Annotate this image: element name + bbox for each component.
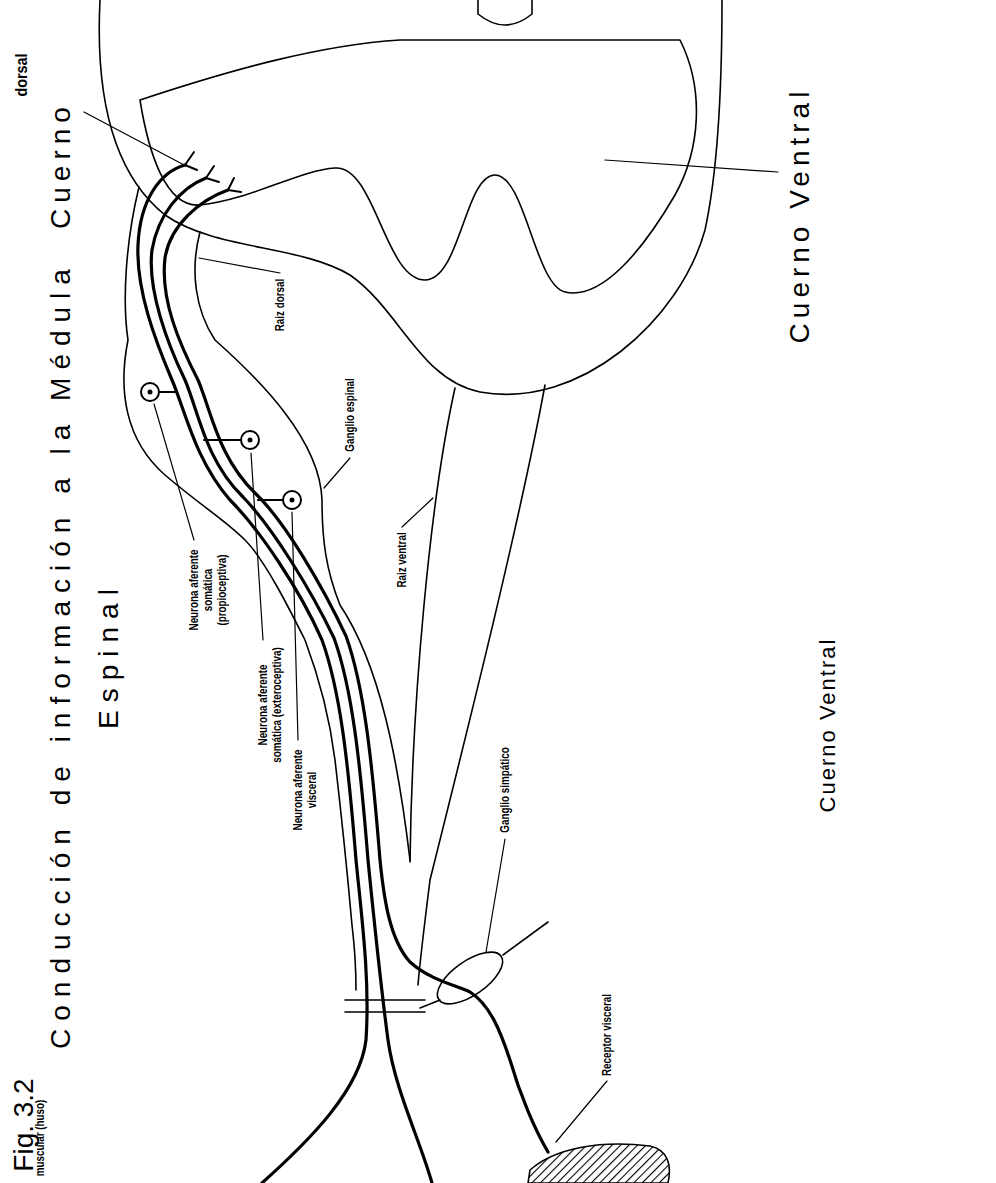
leader-line — [605, 160, 778, 172]
leader-line — [84, 112, 186, 166]
fibre-endings — [159, 152, 283, 500]
grey-ramus — [420, 1000, 440, 1008]
grey-matter — [140, 40, 696, 293]
structure-label: Receptor visceral — [600, 994, 614, 1076]
leader-line — [486, 839, 505, 952]
cell-stalk — [204, 439, 241, 441]
leader-line — [402, 498, 433, 527]
visceral-tissue — [528, 1144, 669, 1183]
structure-label: Ganglio espinal — [343, 378, 357, 451]
spinal-cord-outline — [99, 0, 722, 394]
structure-heading: Cuerno — [45, 101, 77, 229]
afferent-fibres — [138, 165, 548, 1183]
neuron-cell-body — [283, 491, 301, 509]
structure-heading: Cuerno Ventral — [815, 638, 841, 813]
leader-line — [199, 258, 280, 273]
neuron-label: Neurona aferente visceral — [291, 745, 319, 835]
cell-stalk — [159, 391, 177, 393]
neuron-label: Neurona aferente somática (propioceptiva… — [187, 545, 229, 635]
ventral-root-outline — [410, 388, 455, 862]
leader-lines — [84, 112, 778, 1142]
sympathetic-ganglion — [429, 942, 511, 1013]
fibre-fork — [206, 166, 219, 182]
neuron-cell-body — [241, 431, 259, 449]
dorsal-root-outline — [195, 232, 410, 860]
ventral-root-outline — [418, 385, 545, 985]
neuron-label: Neurona aferente somática (exteroceptiva… — [256, 645, 284, 765]
neuron-nucleus — [290, 498, 295, 503]
structure-label: Raiz ventral — [395, 532, 409, 587]
visceral-fibre — [164, 190, 548, 1152]
sympathetic-trunk — [503, 922, 548, 955]
structure-label: muscular (huso) — [33, 1100, 47, 1177]
neuron-cells — [141, 383, 301, 509]
figure-title: Conducción de información a la Médula Es… — [37, 240, 133, 1070]
central-fissure — [478, 0, 532, 25]
cell-stalk — [258, 499, 283, 501]
structure-label: Raiz dorsal — [273, 279, 287, 332]
leader-line — [556, 1081, 607, 1142]
exteroceptive-fibre — [151, 178, 432, 1183]
fibre-fork — [228, 178, 241, 192]
neuron-cell-body — [141, 383, 159, 401]
structure-label: Ganglio simpático — [498, 747, 512, 832]
outline-group — [99, 0, 722, 1183]
neuron-nucleus — [148, 390, 153, 395]
structure-label: dorsal — [13, 53, 31, 96]
fibre-fork — [185, 152, 197, 170]
neuron-nucleus — [248, 438, 253, 443]
leader-line — [292, 512, 298, 740]
leader-line — [251, 453, 263, 640]
leader-line — [154, 404, 194, 540]
leader-line — [324, 458, 350, 488]
structure-heading: Cuerno Ventral — [784, 87, 816, 344]
